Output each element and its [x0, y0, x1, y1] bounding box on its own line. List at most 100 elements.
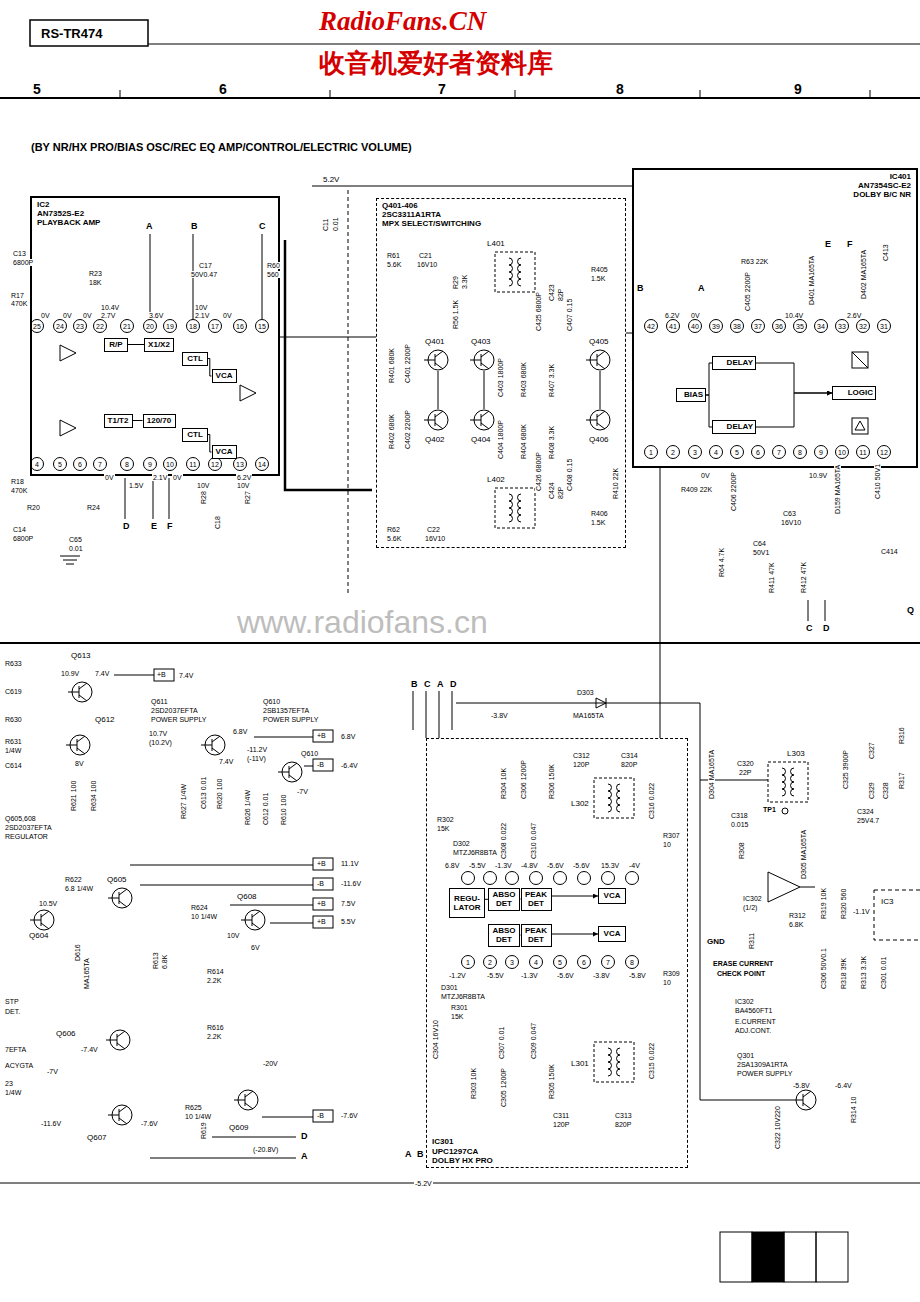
- pin-number: 11: [859, 449, 866, 456]
- signal-connector: [552, 934, 599, 935]
- annotation: D402 MA165TA: [860, 249, 867, 300]
- annotation: L402: [486, 476, 506, 484]
- annotation: 6.8K: [788, 921, 804, 928]
- annotation: E.CURRENT: [734, 1018, 777, 1025]
- function-block: ABSO DET: [488, 888, 520, 911]
- block-label: DELAY: [726, 422, 754, 431]
- annotation: 10 1/4W: [184, 1113, 212, 1120]
- annotation: MA165TA: [83, 957, 90, 990]
- annotation: C324: [856, 808, 875, 815]
- pin-number: 6: [78, 461, 82, 468]
- pin-number: 5: [58, 461, 62, 468]
- function-block: DELAY: [712, 356, 756, 370]
- function-block: T1/T2: [104, 414, 133, 428]
- ic-heading: 2SC3311A1RTA: [381, 210, 442, 219]
- annotation: R631: [4, 738, 23, 745]
- annotation: +B: [316, 732, 327, 739]
- annotation: 7.4V: [94, 670, 110, 677]
- annotation: R24: [86, 504, 101, 511]
- annotation: R616: [206, 1024, 225, 1031]
- annotation: R61: [386, 252, 401, 259]
- block-label: LOGIC: [847, 388, 874, 397]
- annotation: C405 2200P: [744, 271, 751, 312]
- ic-heading: IC2: [36, 200, 50, 209]
- signal-connector: [133, 420, 143, 421]
- annotation: ACYGTA: [4, 1062, 34, 1069]
- annotation: 10.9V: [60, 670, 80, 677]
- annotation: C306 50V0.1: [820, 947, 827, 990]
- annotation: Q604: [28, 932, 50, 940]
- annotation: R314 10: [850, 1096, 857, 1124]
- annotation: A: [404, 1150, 413, 1159]
- annotation: 2SD2037EFTA: [150, 707, 199, 714]
- annotation: -5.5V: [486, 972, 505, 979]
- function-block: DELAY: [712, 420, 756, 434]
- annotation: RS-TR474: [40, 27, 103, 40]
- annotation: 0V: [172, 474, 183, 481]
- annotation: 0V: [700, 472, 711, 479]
- annotation: 3.6V: [148, 312, 164, 319]
- pin-number: 39: [712, 323, 720, 330]
- annotation: 5: [32, 82, 42, 96]
- annotation: R304 10K: [500, 767, 507, 800]
- annotation: -7V: [296, 788, 309, 795]
- pin-number: 4: [714, 449, 718, 456]
- watermark: www.radiofans.cn: [236, 606, 489, 638]
- annotation: Q406: [588, 436, 610, 444]
- annotation: R634 100: [90, 780, 97, 812]
- annotation: -6.4V: [834, 1082, 853, 1089]
- annotation: Q607: [86, 1134, 108, 1142]
- annotation: 120P: [552, 1121, 570, 1128]
- annotation: C64: [752, 540, 767, 547]
- pin-number: 18: [189, 323, 197, 330]
- annotation: R64 4.7K: [718, 547, 725, 578]
- function-block: ABSO DET: [488, 924, 520, 947]
- annotation: C63: [782, 510, 797, 517]
- annotation: D616: [74, 943, 81, 962]
- signal-connector: [756, 363, 832, 393]
- annotation: C306 1200P: [520, 759, 527, 800]
- pin-number: 1: [649, 449, 653, 456]
- annotation: C320: [736, 760, 755, 767]
- pin-number: 14: [258, 461, 266, 468]
- signal-connector: [280, 337, 376, 338]
- pin-number: 9: [148, 461, 152, 468]
- pin-number: 12: [211, 461, 219, 468]
- annotation: 2SD2037EFTA: [4, 824, 53, 831]
- annotation: -4.8V: [520, 862, 539, 869]
- annotation: A: [145, 222, 154, 231]
- annotation: POWER SUPPLY: [736, 1070, 794, 1077]
- pin-number: 37: [754, 323, 762, 330]
- function-block: CTL: [182, 352, 208, 366]
- annotation: F: [846, 240, 854, 249]
- pin-number: 5: [735, 449, 739, 456]
- annotation: C327: [868, 741, 875, 760]
- annotation: +B: [156, 671, 167, 678]
- block-label: REGU- LATOR: [451, 894, 483, 912]
- block-label: ABSO DET: [490, 890, 518, 908]
- annotation: -1.1V: [852, 908, 871, 915]
- annotation: C407 0.15: [566, 298, 573, 332]
- annotation: -5.6V: [572, 862, 591, 869]
- annotation: C423: [548, 283, 555, 302]
- annotation: 10.5V: [38, 900, 58, 907]
- annotation: 10: [662, 979, 672, 986]
- pin-number: 9: [819, 449, 823, 456]
- annotation: R613: [152, 951, 159, 970]
- annotation: -1.3V: [520, 972, 539, 979]
- annotation: B: [190, 222, 199, 231]
- annotation: -6.4V: [340, 762, 359, 769]
- ic-heading: AN7354SC-E2: [857, 181, 912, 190]
- ic-heading: DOLBY HX PRO: [431, 1156, 494, 1165]
- annotation: B: [410, 680, 419, 689]
- function-block: R/P: [104, 338, 128, 352]
- annotation: -11.2V: [246, 746, 268, 753]
- pin-number: 17: [211, 323, 219, 330]
- annotation: R402 680K: [388, 413, 395, 450]
- annotation: R303 10K: [470, 1067, 477, 1100]
- annotation: STP: [4, 998, 20, 1005]
- annotation: Q609: [228, 1124, 250, 1132]
- function-block: BIAS: [676, 388, 706, 402]
- annotation: R305 150K: [548, 1063, 555, 1100]
